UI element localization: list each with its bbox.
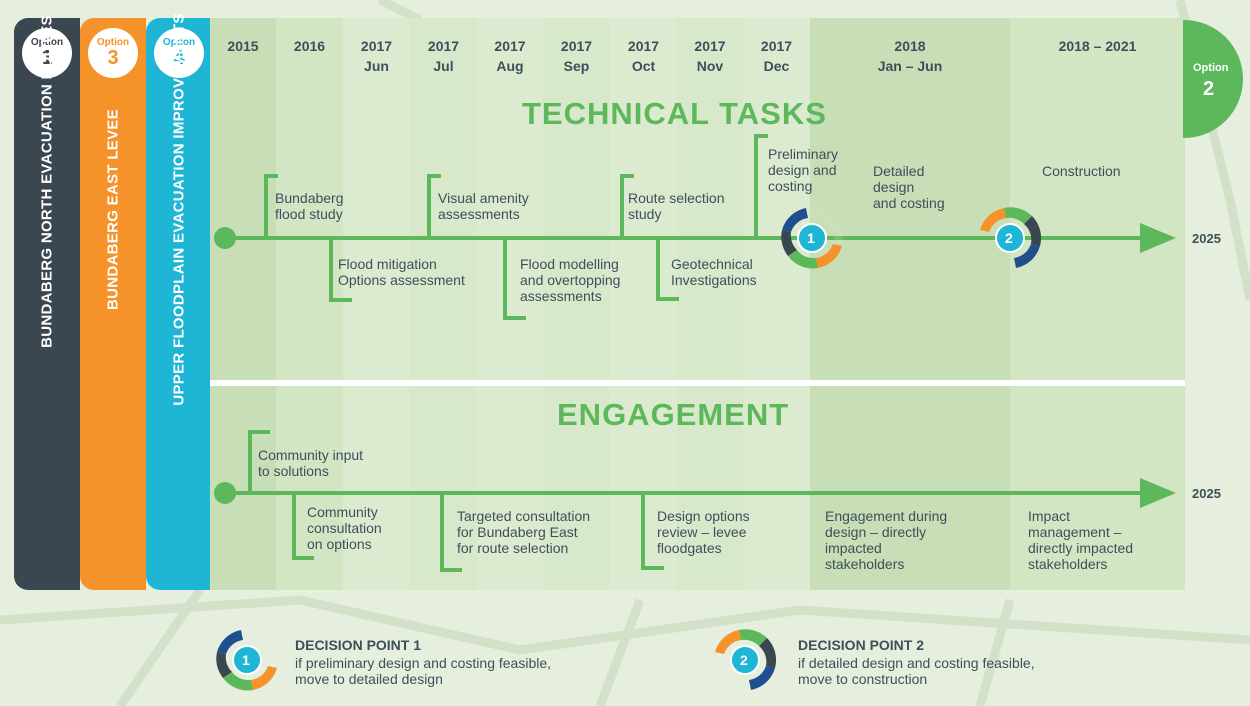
option-4-badge: Option 4 xyxy=(154,28,204,78)
decision-point-1-title: DECISION POINT 1 xyxy=(295,637,422,653)
option-4-column: Option 4 UPPER FLOODPLAIN EVACUATION IMP… xyxy=(146,13,212,590)
option-word: Option xyxy=(30,37,64,48)
column-2018-2021: 2018 – 2021 xyxy=(1010,18,1185,590)
technical-tasks-title: TECHNICAL TASKS xyxy=(522,96,827,131)
option-1-column: Option 1 BUNDABERG NORTH EVACUATION ROUT… xyxy=(14,15,80,590)
decision-1-number: 1 xyxy=(807,230,815,246)
decision-point-2-title: DECISION POINT 2 xyxy=(798,637,925,653)
task-construction: Construction xyxy=(1042,163,1121,179)
option-word: Option xyxy=(96,37,130,48)
option-1-badge: Option 1 xyxy=(22,28,72,78)
option-1-title: BUNDABERG NORTH EVACUATION ROUTES xyxy=(38,15,56,348)
technical-end-year: 2025 xyxy=(1192,231,1221,246)
section-divider xyxy=(210,380,1185,386)
option-3-column: Option 3 BUNDABERG EAST LEVEE xyxy=(80,18,146,590)
decision-2-number: 2 xyxy=(1005,230,1013,246)
column-2015: 2015 xyxy=(210,18,276,590)
option-3-title: BUNDABERG EAST LEVEE xyxy=(104,108,122,311)
option-number: 4 xyxy=(173,47,185,69)
column-header: 2016 xyxy=(293,38,326,54)
option-word: Option xyxy=(1193,62,1229,74)
engagement-end-year: 2025 xyxy=(1192,486,1221,501)
decision-point-1-description: if preliminary design and costing feasib… xyxy=(295,655,552,687)
option-4-title: UPPER FLOODPLAIN EVACUATION IMPROVEMENTS xyxy=(170,13,188,406)
option-number: 2 xyxy=(1203,78,1215,100)
legend-decision-2-number: 2 xyxy=(740,652,748,668)
option-3-badge: Option 3 xyxy=(88,28,138,78)
option-number: 1 xyxy=(41,47,53,69)
engagement-title: ENGAGEMENT xyxy=(557,397,790,432)
option-word: Option xyxy=(162,37,196,48)
column-header: 2018 – 2021 xyxy=(1058,38,1137,54)
decision-point-2-description: if detailed design and costing feasible,… xyxy=(798,655,1035,687)
column-header: 2015 xyxy=(227,38,259,54)
legend-decision-1-number: 1 xyxy=(242,652,250,668)
option-number: 3 xyxy=(107,47,119,69)
